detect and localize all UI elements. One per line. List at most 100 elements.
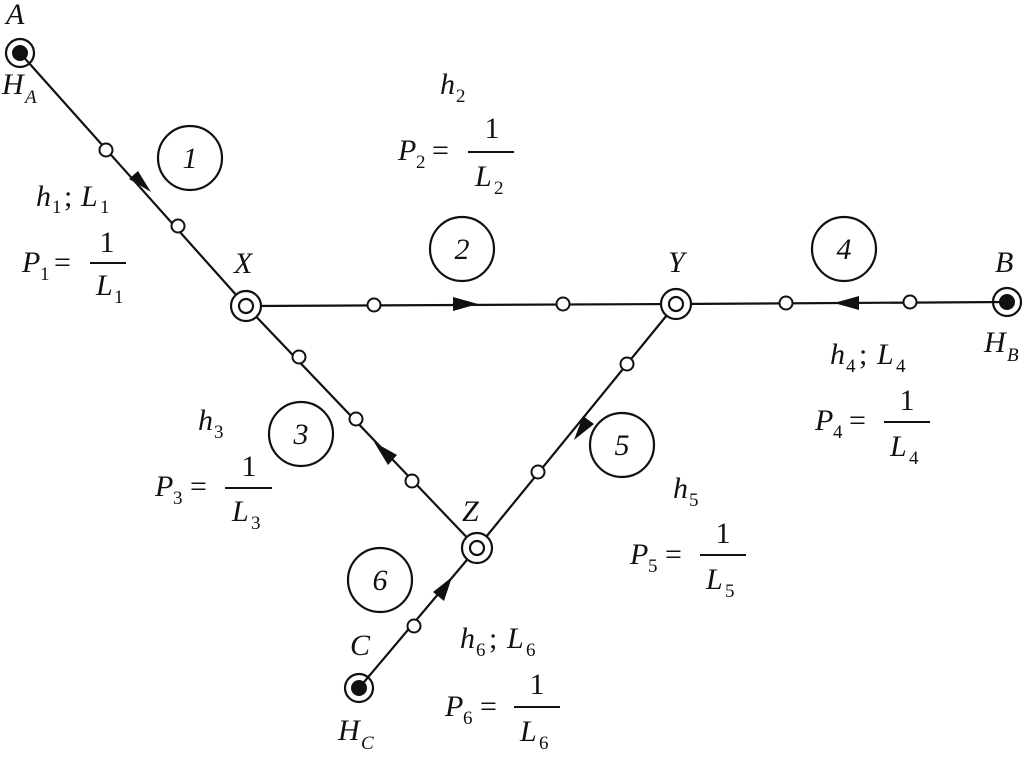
- pipe-3-line: [245, 305, 478, 549]
- pipe-1-flow-arrow: [129, 171, 151, 192]
- pipe-5-point: [530, 464, 546, 480]
- pipe-number-1: 1: [156, 124, 224, 192]
- svg-text:L: L: [876, 338, 894, 371]
- node-label-z: Z: [462, 495, 479, 528]
- pipe-3-formula: P 3 = 1 L 3: [154, 450, 272, 534]
- svg-text:6: 6: [526, 640, 536, 661]
- svg-text:2: 2: [416, 152, 426, 173]
- pipe-2-flow-arrow: [453, 297, 478, 311]
- svg-text:1: 1: [114, 287, 124, 308]
- pipe-number-4: 4: [810, 215, 878, 283]
- svg-text:=: =: [54, 246, 71, 279]
- svg-text:4: 4: [846, 356, 856, 377]
- reservoir-node-b: [991, 286, 1023, 318]
- pipe-5-head-loss-label: h 5: [673, 472, 699, 511]
- svg-text:L: L: [95, 269, 113, 302]
- svg-text:2: 2: [456, 86, 466, 107]
- svg-text:B: B: [1007, 345, 1019, 366]
- svg-text:6: 6: [476, 640, 486, 661]
- svg-text:6: 6: [539, 733, 549, 754]
- pipe-2-head-loss-label: h 2: [440, 68, 466, 107]
- node-label-b: B: [995, 246, 1013, 279]
- reservoir-node-a: [4, 37, 36, 69]
- svg-text:;: ;: [859, 338, 867, 371]
- svg-text:3: 3: [214, 422, 224, 443]
- svg-text:4: 4: [896, 356, 906, 377]
- svg-text:L: L: [889, 430, 907, 463]
- svg-text:4: 4: [909, 448, 919, 469]
- svg-text:P: P: [397, 134, 416, 167]
- pipe-4-flow-arrow: [834, 296, 859, 310]
- svg-text:=: =: [849, 404, 866, 437]
- svg-text:=: =: [665, 538, 682, 571]
- pipe-1-head-loss-label: h 1 ; L 1: [36, 180, 110, 218]
- svg-text:5: 5: [615, 429, 630, 462]
- pipe-5-flow-arrow: [574, 416, 594, 440]
- pipe-number-2: 2: [428, 215, 496, 283]
- svg-text:4: 4: [833, 422, 843, 443]
- svg-text:1: 1: [40, 264, 50, 285]
- head-label-b: H B: [983, 326, 1019, 366]
- svg-text:6: 6: [463, 708, 473, 729]
- pipe-3-point: [404, 473, 420, 489]
- svg-text:L: L: [705, 563, 723, 596]
- node-label-y: Y: [668, 246, 688, 279]
- pipe-5-formula: P 5 = 1 L 5: [629, 517, 746, 602]
- svg-text:4: 4: [837, 233, 852, 266]
- svg-text:L: L: [519, 715, 537, 748]
- svg-text:1: 1: [900, 384, 915, 417]
- pipe-4-head-loss-label: h 4 ; L 4: [830, 338, 906, 377]
- svg-text:H: H: [983, 326, 1008, 359]
- pipe-number-5: 5: [588, 411, 656, 479]
- svg-text:1: 1: [242, 450, 257, 483]
- svg-text:=: =: [432, 134, 449, 167]
- svg-text:H: H: [1, 68, 26, 101]
- svg-text:3: 3: [251, 513, 261, 534]
- svg-text:L: L: [474, 160, 492, 193]
- svg-text:;: ;: [489, 622, 497, 655]
- svg-text:1: 1: [485, 112, 500, 145]
- pipe-6-head-loss-label: h 6 ; L 6: [460, 622, 536, 661]
- node-label-x: X: [233, 247, 254, 280]
- svg-text:h: h: [830, 338, 845, 371]
- node-label-c: C: [350, 629, 371, 662]
- reservoir-node-c: [343, 672, 375, 704]
- svg-text:1: 1: [530, 668, 545, 701]
- svg-text:P: P: [154, 470, 173, 503]
- svg-text:5: 5: [689, 490, 699, 511]
- pipe-6-point: [406, 618, 422, 634]
- svg-text:2: 2: [494, 178, 504, 199]
- svg-text:P: P: [444, 690, 463, 723]
- svg-text:h: h: [198, 404, 213, 437]
- pipe-2-point: [555, 296, 571, 312]
- svg-text:P: P: [814, 404, 833, 437]
- pipe-3-flow-arrow: [374, 442, 397, 465]
- pipe-4-point: [778, 295, 794, 311]
- svg-text:h: h: [673, 472, 688, 505]
- svg-text:1: 1: [100, 197, 110, 218]
- svg-text:1: 1: [100, 226, 115, 259]
- node-label-a: A: [4, 0, 25, 31]
- pipe-5-point: [619, 356, 635, 372]
- pipe-6-flow-arrow: [433, 577, 452, 601]
- pipe-1-point: [170, 218, 186, 234]
- pipe-4-formula: P 4 = 1 L 4: [814, 384, 930, 469]
- svg-text:3: 3: [173, 488, 183, 509]
- svg-text:P: P: [629, 538, 648, 571]
- svg-text:6: 6: [373, 564, 388, 597]
- svg-text:5: 5: [725, 581, 735, 602]
- svg-text:h: h: [460, 622, 475, 655]
- pipe-3-head-loss-label: h 3: [198, 404, 224, 443]
- svg-text:2: 2: [455, 233, 470, 266]
- svg-text:C: C: [361, 733, 374, 754]
- pipe-4-point: [902, 294, 918, 310]
- head-label-a: H A: [1, 68, 37, 108]
- svg-text:P: P: [21, 246, 40, 279]
- pipe-6-line: [358, 547, 478, 689]
- junction-node-y: [659, 287, 693, 321]
- pipe-5-line: [476, 303, 677, 549]
- svg-text:h: h: [440, 68, 455, 101]
- svg-text:=: =: [190, 470, 207, 503]
